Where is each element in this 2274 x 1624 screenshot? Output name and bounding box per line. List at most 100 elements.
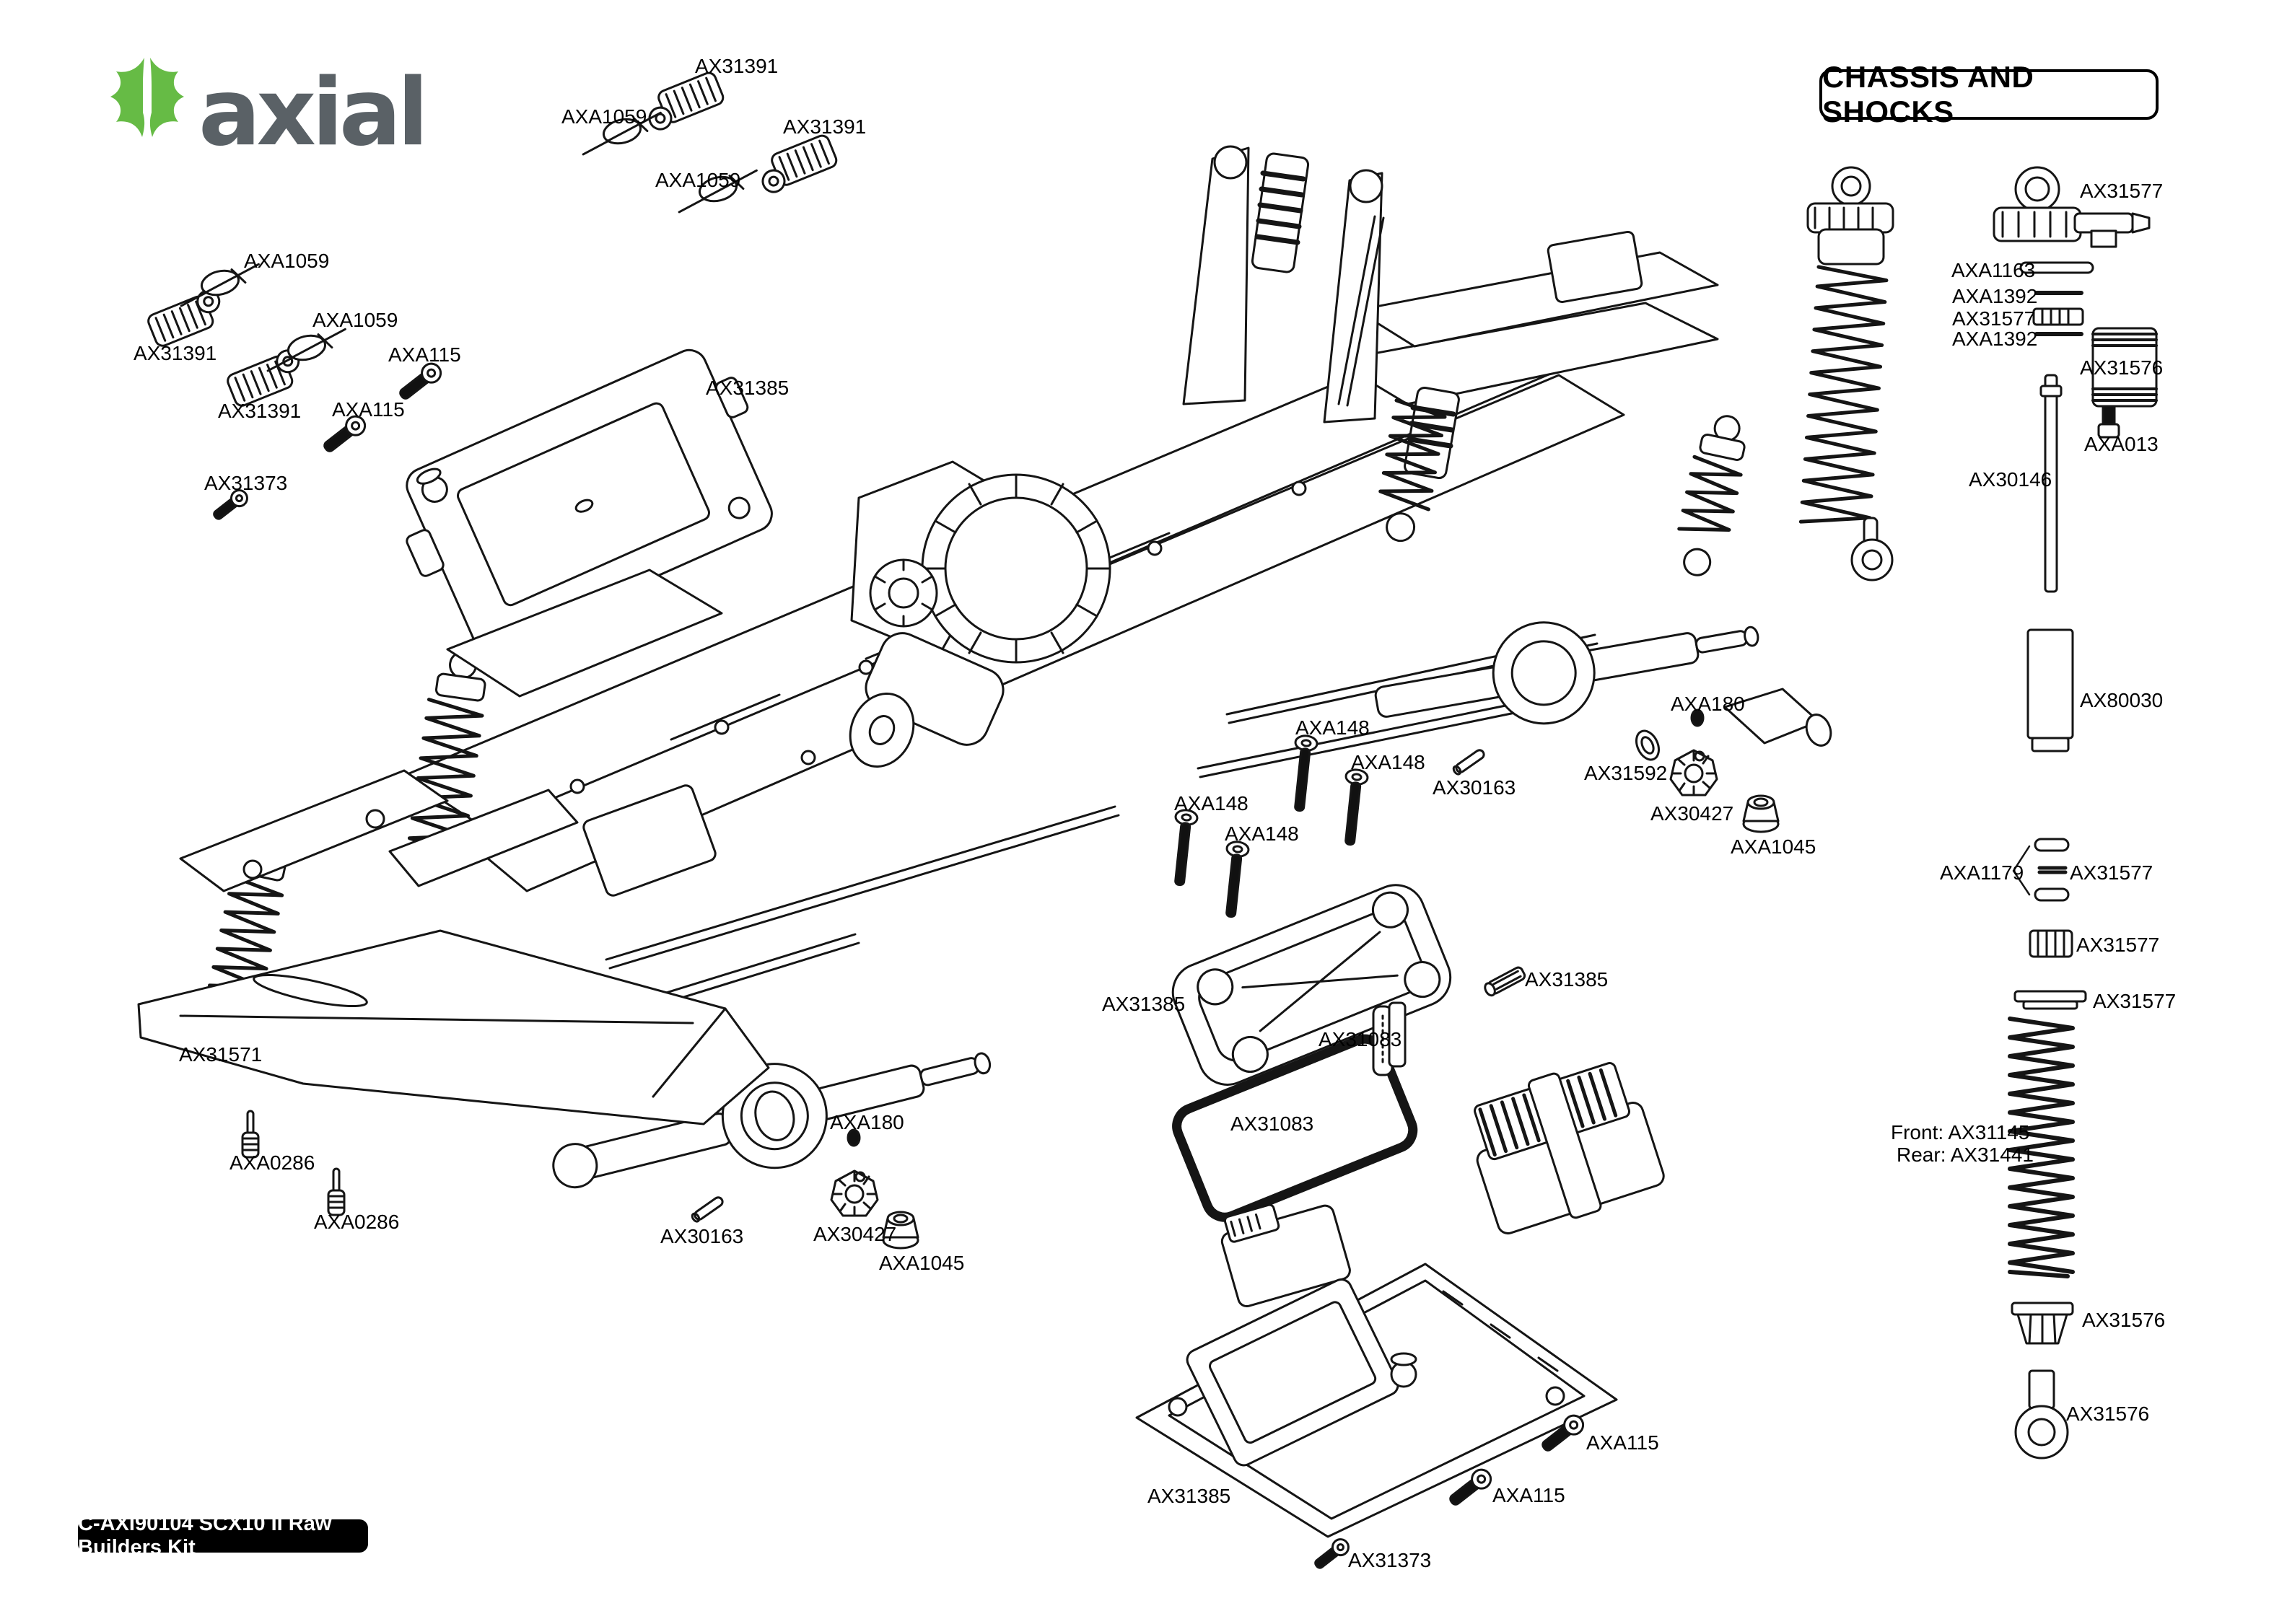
shock-rod-end-ax31576 <box>2014 1369 2069 1460</box>
part-label-rear-ax31441: Rear: AX31441 <box>1897 1144 2034 1166</box>
part-label-ax30163: AX30163 <box>660 1225 744 1247</box>
part-label-axa1392: AXA1392 <box>1952 285 2038 307</box>
part-label-ax31576: AX31576 <box>2080 356 2164 379</box>
part-label-ax31592: AX31592 <box>1584 762 1668 784</box>
washer-ax31592 <box>1635 729 1660 761</box>
rear-shock-right <box>1677 415 1746 576</box>
shock-boot-ax80030 <box>2026 628 2074 752</box>
front-bumper <box>137 929 770 1125</box>
screw-axa148 <box>1294 734 1319 812</box>
rear-frame-and-towers <box>1182 145 1719 480</box>
part-label-ax31385: AX31385 <box>1147 1485 1231 1507</box>
part-label-axa1059: AXA1059 <box>312 309 398 331</box>
servo-and-chassis-crossmembers <box>179 569 723 897</box>
wire-cover-clip <box>1372 1001 1407 1076</box>
part-label-ax31577: AX31577 <box>2080 180 2164 202</box>
screw-axa148 <box>1344 768 1369 846</box>
part-label-axa180: AXA180 <box>830 1111 904 1133</box>
part-label-ax30163: AX30163 <box>1433 776 1516 799</box>
gasket-seal <box>1172 1034 1418 1222</box>
chassis-bottom-tray <box>1135 1263 1618 1538</box>
part-label-axa148: AXA148 <box>1295 716 1370 739</box>
axial-logo-emblem <box>110 58 184 137</box>
oring-axa1163 <box>2019 261 2094 274</box>
part-label-axa115: AXA115 <box>1492 1484 1565 1506</box>
transmission-assembly <box>850 460 1111 664</box>
part-label-ax30427: AX30427 <box>813 1223 897 1245</box>
battery-tray-plate <box>406 348 773 651</box>
coil-spring-main <box>2008 1017 2075 1278</box>
shock-cap-assembly <box>1993 166 2151 248</box>
part-label-axa1059: AXA1059 <box>561 105 647 128</box>
part-label-axa115: AXA115 <box>388 343 461 366</box>
part-label-axa1392: AXA1392 <box>1952 328 2038 350</box>
part-label-ax30427: AX30427 <box>1650 802 1734 825</box>
part-label-ax31576: AX31576 <box>2066 1403 2150 1425</box>
spring-cup-ax31576 <box>2011 1302 2074 1345</box>
part-label-ax31385: AX31385 <box>1102 993 1186 1015</box>
part-label-axa1045: AXA1045 <box>879 1252 965 1274</box>
screw-axa148 <box>1225 840 1250 918</box>
part-label-axa1059: AXA1059 <box>655 169 741 191</box>
pin-ax30163 <box>691 1196 724 1223</box>
body-mount-latches-and-clips <box>147 71 838 407</box>
lock-nut-axa1045 <box>1742 794 1780 833</box>
set-screw-axa0286 <box>241 1110 260 1159</box>
part-label-ax31083: AX31083 <box>1319 1028 1402 1050</box>
axial-logo-text: axial <box>198 59 424 167</box>
part-label-ax31577: AX31577 <box>2076 934 2160 956</box>
piston-ax31577 <box>2029 929 2073 958</box>
part-label-ax31576: AX31576 <box>2082 1309 2166 1331</box>
spring-retainer-ax31577 <box>2013 990 2087 1010</box>
part-label-front-ax31145: Front: AX31145 <box>1891 1121 2030 1144</box>
shock-shaft-ax30146 <box>2039 374 2063 593</box>
rear-shock-left <box>1378 398 1447 543</box>
part-label-axa0286: AXA0286 <box>229 1151 315 1174</box>
part-label-axa115: AXA115 <box>332 398 405 421</box>
skid-plate <box>1171 884 1452 1086</box>
axial-logo: axial <box>90 56 552 183</box>
rear-axle-assembly <box>1374 621 1832 747</box>
lock-nut-axa1045 <box>882 1211 919 1250</box>
part-label-axa180: AXA180 <box>1671 693 1745 715</box>
pin-ax30163 <box>1452 749 1485 776</box>
part-label-ax31373: AX31373 <box>1348 1549 1432 1571</box>
part-label-ax31391: AX31391 <box>134 342 217 364</box>
screw-ax31373 <box>1314 1538 1350 1569</box>
ball-axa180 <box>1690 708 1705 727</box>
part-label-ax30146: AX30146 <box>1969 468 2052 491</box>
part-label-axa1179: AXA1179 <box>1940 861 2024 884</box>
part-label-ax31577: AX31577 <box>2070 861 2153 884</box>
part-label-ax80030: AX80030 <box>2080 689 2164 711</box>
part-label-ax31391: AX31391 <box>218 400 302 422</box>
esc-unit <box>1474 1062 1665 1235</box>
part-label-axa1059: AXA1059 <box>244 250 330 272</box>
screw-axa115 <box>1541 1414 1585 1452</box>
set-screw-axa0286 <box>327 1167 346 1216</box>
hardware-small-parts <box>213 362 2120 1569</box>
part-label-axa1045: AXA1045 <box>1731 835 1816 858</box>
screw-axa115 <box>399 362 442 400</box>
part-label-axa148: AXA148 <box>1225 822 1299 845</box>
part-label-axa0286: AXA0286 <box>314 1211 400 1233</box>
part-label-axa1163: AXA1163 <box>1951 259 2036 281</box>
ball-axa180 <box>847 1128 861 1147</box>
part-label-ax31373: AX31373 <box>204 472 288 494</box>
screw-axa115 <box>323 415 367 452</box>
part-label-ax31391: AX31391 <box>783 115 867 138</box>
part-label-ax31577: AX31577 <box>2093 990 2177 1012</box>
spacer-set-axa1179 <box>2012 838 2070 902</box>
shock-assembly-complete <box>1798 166 1894 581</box>
motor <box>849 632 1005 768</box>
part-label-ax31083: AX31083 <box>1230 1112 1314 1135</box>
antenna-pipe-piece <box>1484 966 1526 997</box>
part-label-ax31385: AX31385 <box>1525 968 1609 991</box>
screw-axa148 <box>1174 809 1199 887</box>
part-label-axa013: AXA013 <box>2084 433 2159 455</box>
part-label-axa115: AXA115 <box>1586 1431 1659 1454</box>
part-label-axa148: AXA148 <box>1351 751 1425 773</box>
guide-ax31577 <box>2032 307 2084 326</box>
